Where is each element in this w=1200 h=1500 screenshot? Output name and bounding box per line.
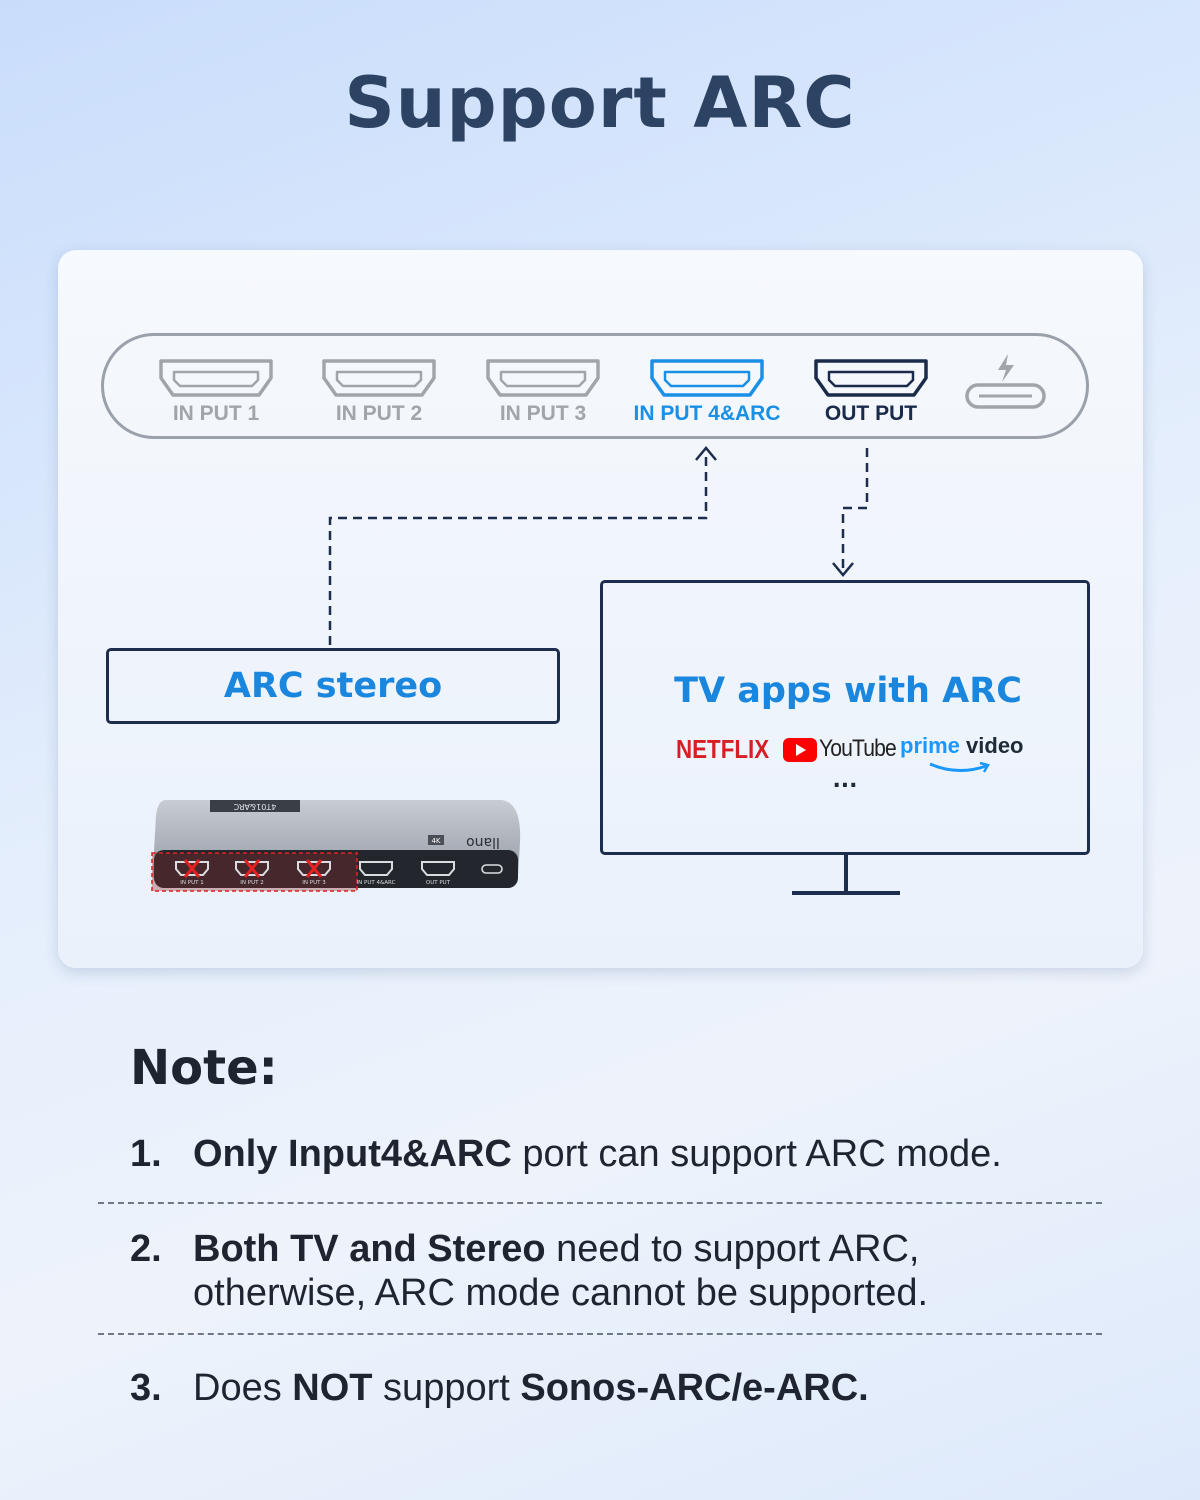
arrow-up-icon [695,446,717,461]
hdmi-port-icon [650,359,764,397]
output-line [841,448,869,572]
device-port-label: OUT PUT [426,880,451,886]
port-label: OUT PUT [824,402,918,425]
page-title: Support ARC [344,62,856,144]
note-bold-text: Only Input4&ARC [193,1133,512,1175]
note-bold-text: Both TV and Stereo [193,1228,546,1270]
device-model-label: 4T01&ARC [233,802,276,811]
device-4k-badge: 4K [431,837,440,845]
hdmi-switch-device-image: 4T01&ARC 4K llano IN PUT 1 IN PUT 2 IN P… [151,800,521,892]
switch-port-bar [101,333,1089,439]
device-port-label: IN PUT 3 [302,880,326,886]
note-bold-text: Sonos-ARC/e-ARC. [520,1367,869,1409]
youtube-logo: YouTube [819,735,897,762]
port-label: IN PUT 4&ARC [633,402,781,425]
note-text-line-2: otherwise, ARC mode cannot be supported. [193,1272,929,1314]
youtube-play-icon [783,738,817,762]
port-input-4-arc: IN PUT 4&ARC [622,358,792,426]
note-number: 3. [130,1367,162,1409]
port-label: IN PUT 3 [499,402,587,425]
note-text: support [372,1367,521,1409]
prime-video-logo: prime video [900,733,1024,758]
note-text: port can support ARC mode. [511,1133,1002,1175]
hdmi-port-icon [159,359,273,397]
usb-c-power-icon [965,354,1046,409]
note-divider [98,1202,1102,1204]
port-input-1: IN PUT 1 [131,358,301,426]
note-heading: Note: [130,1040,278,1096]
note-text: need to support ARC, [545,1228,920,1270]
note-bold-text: NOT [292,1367,373,1409]
arc-return-line [328,452,708,645]
more-apps-ellipsis: ... [832,768,858,793]
hdmi-port-icon [322,359,436,397]
tv-stand [792,855,900,895]
prime-smile-icon [929,761,990,773]
note-text: Does [193,1367,293,1409]
port-label: IN PUT 2 [335,402,423,425]
port-output: OUT PUT [786,358,956,426]
device-port-label: IN PUT 1 [180,880,203,886]
hdmi-port-icon [814,359,928,397]
port-label: IN PUT 1 [172,402,260,425]
tv-title: TV apps with ARC [674,671,1022,711]
hdmi-port-icon [486,359,600,397]
note-divider [98,1333,1102,1335]
note-number: 2. [130,1228,162,1270]
device-port-label: IN PUT 2 [240,880,263,886]
arrow-down-icon [832,562,854,577]
tv-screen: TV apps with ARC [600,580,1090,855]
device-brand-label: llano [466,834,500,850]
port-input-2: IN PUT 2 [294,358,464,426]
arc-stereo-box: ARC stereo [106,648,560,724]
note-number: 1. [130,1133,162,1175]
app-logos: NETFLIX YouTube prime video [600,730,1090,780]
device-port-label: IN PUT 4&ARC [357,880,396,886]
netflix-logo: NETFLIX [676,734,770,764]
port-input-3: IN PUT 3 [458,358,628,426]
